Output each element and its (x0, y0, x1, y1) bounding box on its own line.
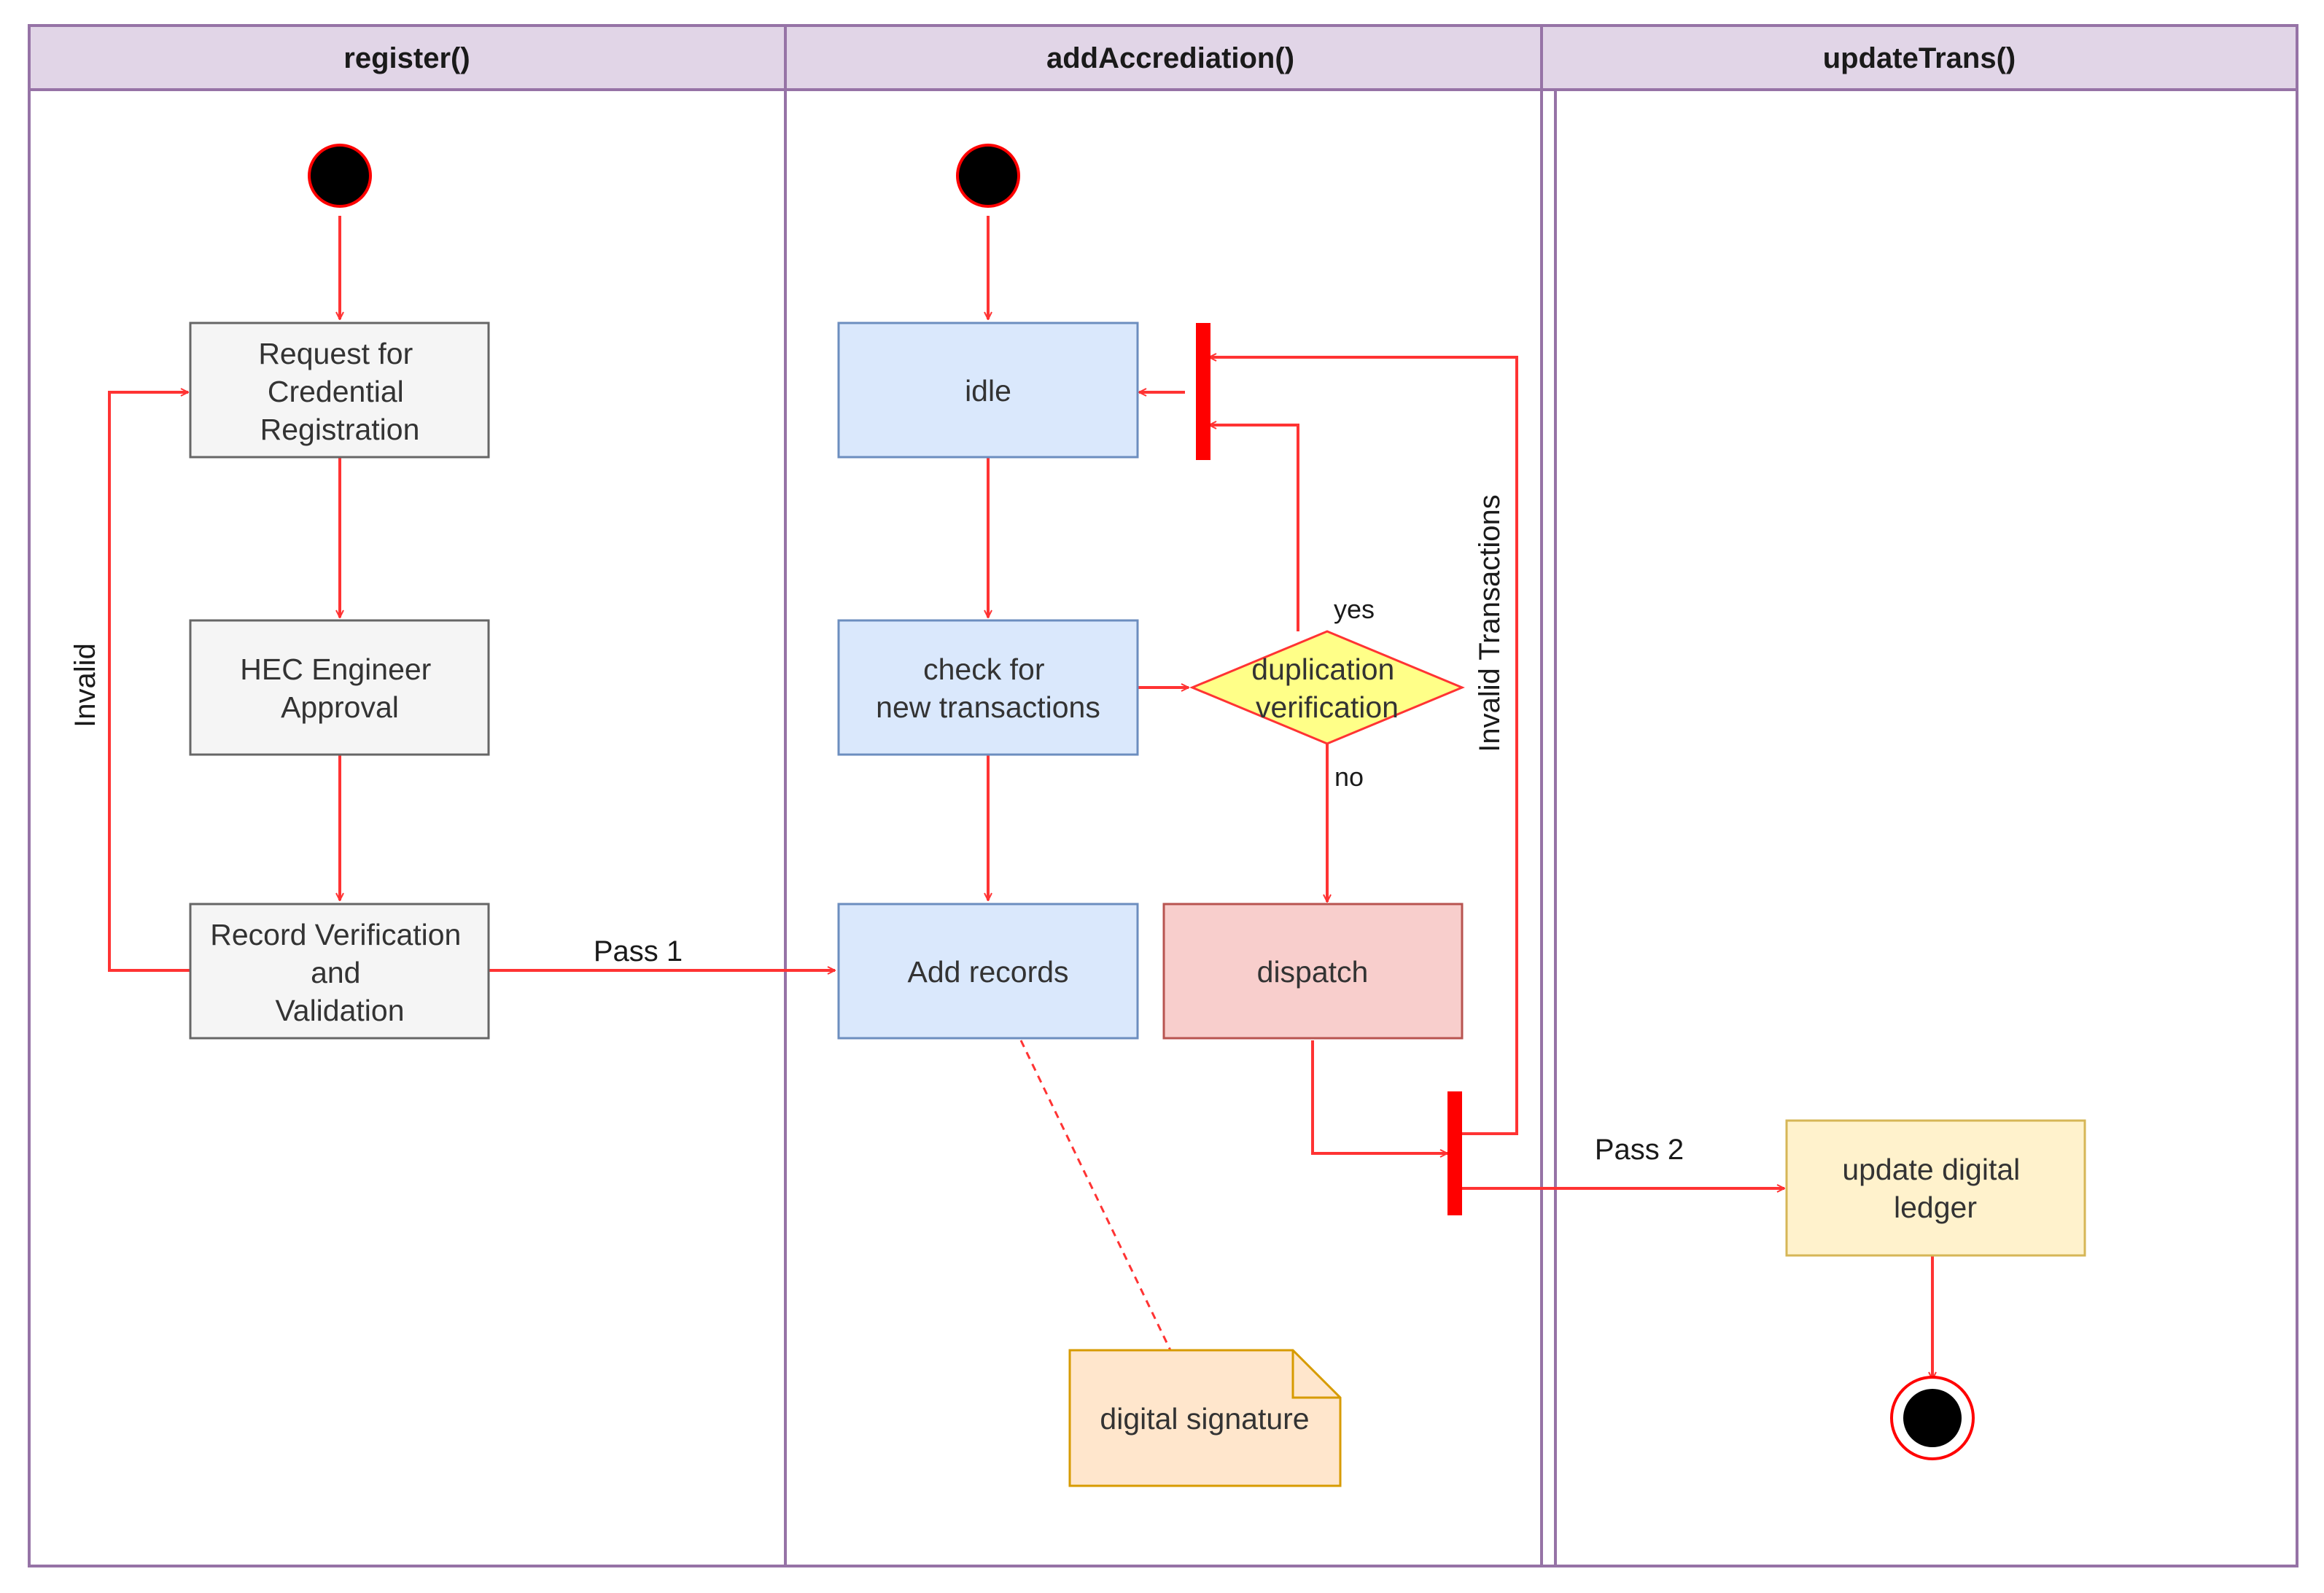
note-connector (1019, 1040, 1172, 1351)
activity-label: Request for Credential Registration (258, 337, 421, 446)
swimlane-add-accrediation: addAccrediation() (784, 24, 1543, 1567)
edge-label-pass1: Pass 1 (594, 935, 683, 967)
edge-label-yes: yes (1334, 594, 1375, 624)
lane-title-register: register() (343, 42, 470, 74)
activity-request-credential-registration: Request for Credential Registration (189, 322, 490, 459)
activity-record-verification-validation: Record Verification and Validation (189, 903, 490, 1040)
start-node-add-accrediation (956, 144, 1020, 208)
lane-title-add-accrediation: addAccrediation() (1046, 42, 1294, 74)
join-bar-idle (1196, 323, 1210, 460)
start-node-register (308, 144, 372, 208)
swimlane-update-trans: updateTrans() (1540, 24, 2298, 1567)
activity-update-digital-ledger: update digital ledger (1785, 1119, 2086, 1257)
end-node (1890, 1376, 1975, 1460)
activity-label: idle (965, 374, 1011, 408)
activity-label: dispatch (1257, 955, 1369, 989)
activity-label: check for new transactions (876, 653, 1100, 724)
edge-label-pass2: Pass 2 (1595, 1134, 1684, 1166)
note-digital-signature: digital signature (1068, 1349, 1342, 1487)
fork-bar-dispatch (1447, 1091, 1462, 1215)
decision-duplication-verification: duplication verification (1189, 630, 1465, 745)
activity-hec-engineer-approval: HEC Engineer Approval (189, 619, 490, 756)
decision-label: duplication verification (1251, 653, 1402, 724)
activity-label: Add records (907, 955, 1068, 989)
swimlane-register: register() (28, 24, 787, 1567)
activity-check-new-transactions: check for new transactions (837, 619, 1139, 756)
note-label: digital signature (1100, 1402, 1309, 1436)
edge-label-invalid-transactions: Invalid Transactions (1474, 494, 1506, 752)
edge-duplication-yes (1209, 425, 1299, 631)
edge-dispatch-to-bar (1311, 1040, 1447, 1153)
flow-edges (108, 216, 1932, 1379)
activity-label: Record Verification and Validation (210, 918, 470, 1027)
activity-dispatch: dispatch (1162, 903, 1464, 1040)
edge-invalid-transactions (1209, 357, 1518, 1135)
activity-add-records: Add records (837, 903, 1139, 1040)
activity-label: update digital ledger (1842, 1153, 2028, 1224)
edge-invalid-loop (108, 392, 190, 972)
activity-label: HEC Engineer Approval (240, 653, 439, 724)
activity-idle: idle (837, 322, 1139, 459)
lane-title-update-trans: updateTrans() (1823, 42, 2016, 74)
edge-label-invalid: Invalid (69, 643, 101, 728)
edge-label-no: no (1334, 762, 1364, 792)
